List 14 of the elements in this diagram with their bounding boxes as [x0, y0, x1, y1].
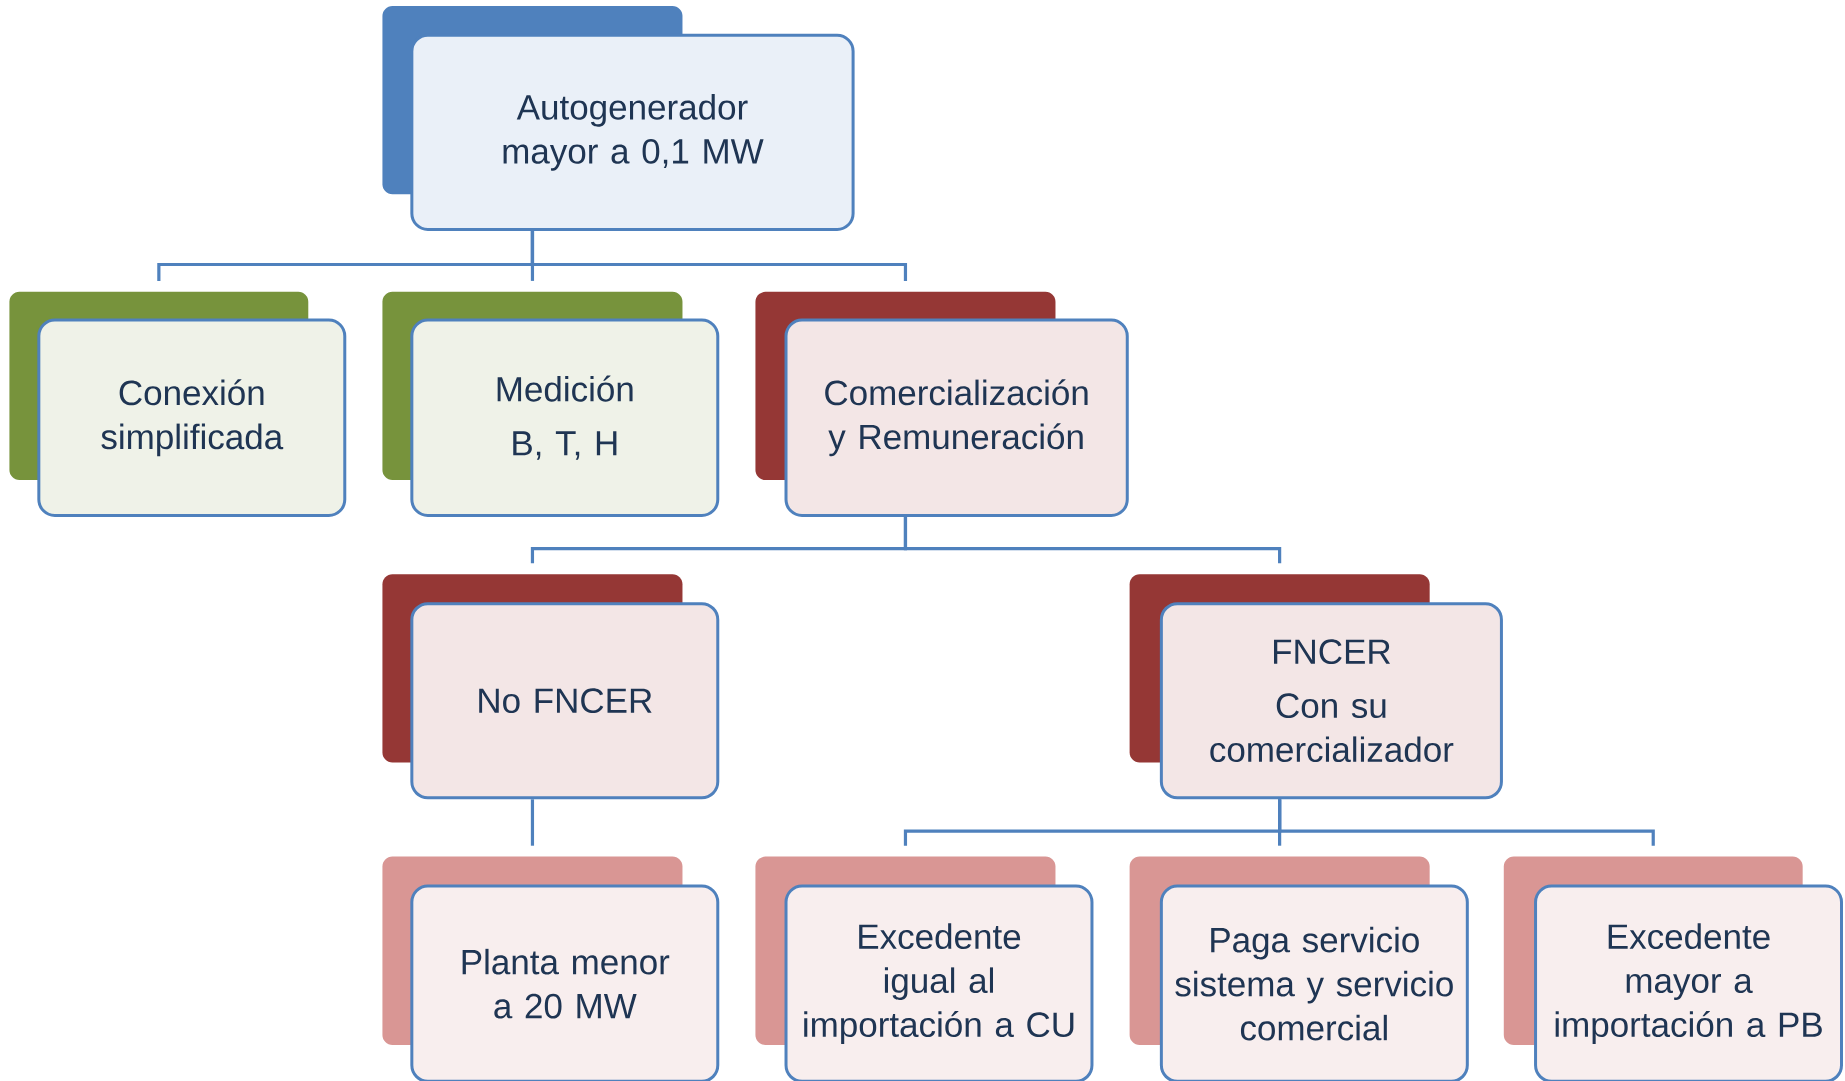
- connector-line: [530, 799, 535, 846]
- org-chart-box: FNCER Con su comercializador: [1129, 574, 1503, 800]
- connector-line: [530, 230, 908, 281]
- org-chart-box: Medición B, T, H: [382, 291, 720, 517]
- org-chart-box: No FNCER: [382, 574, 720, 800]
- connector-line: [903, 516, 1282, 564]
- org-chart-box: Excedente igual al importación a CU: [755, 856, 1094, 1081]
- org-chart-box: Conexión simplificada: [9, 291, 347, 517]
- org-chart-box: Excedente mayor a importación a PB: [1503, 856, 1843, 1081]
- org-chart-box: Comercialización y Remuneración: [755, 291, 1129, 517]
- connector-line: [1278, 799, 1655, 846]
- org-chart-box: Autogenerador mayor a 0,1 MW: [382, 5, 855, 231]
- org-chart-box: Paga servicio sistema y servicio comercial: [1129, 856, 1469, 1081]
- org-chart-box: Planta menor a 20 MW: [382, 856, 720, 1081]
